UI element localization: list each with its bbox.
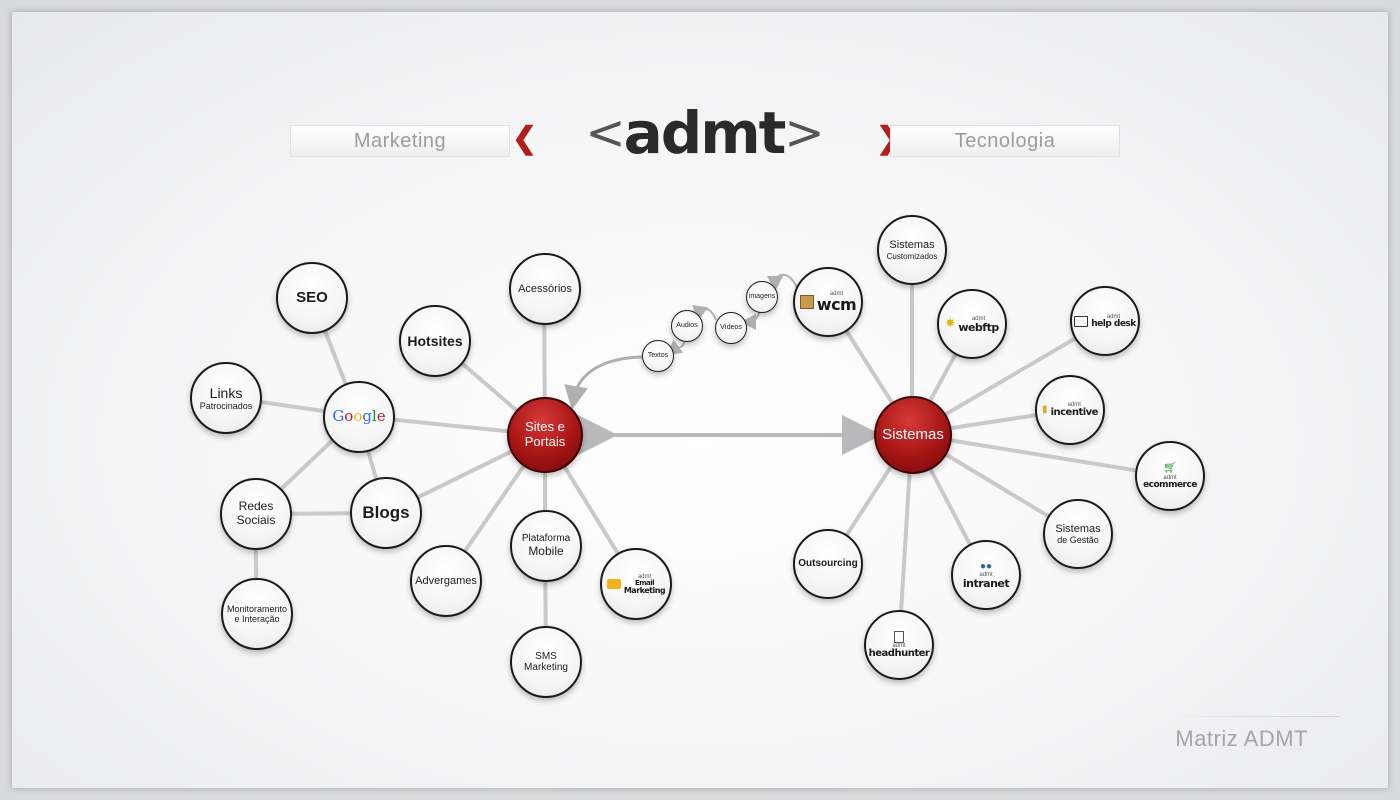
star-icon: ✸ <box>945 316 956 331</box>
node-redes-sociais[interactable]: Redes Sociais <box>220 478 292 550</box>
bar-chart-icon: ▮ <box>1042 404 1048 416</box>
arrow-audios-textos <box>665 339 685 356</box>
node-intranet[interactable]: ●● admt intranet <box>951 540 1021 610</box>
hub-sites-portais[interactable]: Sites e Portais <box>507 397 583 473</box>
node-email-marketing[interactable]: admt Email Marketing <box>600 548 672 620</box>
node-sistemas-gestao[interactable]: Sistemas de Gestão <box>1043 499 1113 569</box>
marketing-banner: Marketing <box>290 125 510 157</box>
cart-icon: 🛒︎ <box>1163 462 1177 475</box>
box-icon <box>799 295 814 309</box>
node-headhunter[interactable]: admt headhunter <box>864 610 934 680</box>
arrow-textos-sites <box>564 355 643 410</box>
node-incentive[interactable]: ▮ admt incentive <box>1035 375 1105 445</box>
node-videos[interactable]: Vídeos <box>715 312 747 344</box>
node-webftp[interactable]: ✸ admt webftp <box>937 289 1007 359</box>
google-logo: Google <box>332 407 386 426</box>
node-imagens[interactable]: imagens <box>746 281 778 313</box>
people-icon: ●● <box>979 560 993 572</box>
envelope-icon <box>606 579 621 589</box>
node-blogs[interactable]: Blogs <box>350 477 422 549</box>
footer-title: Matriz ADMT <box>1175 726 1308 751</box>
node-plataforma-mobile[interactable]: Plataforma Mobile <box>510 510 582 582</box>
footer-divider <box>1160 716 1340 717</box>
node-sistemas-customizados[interactable]: Sistemas Customizados <box>877 215 947 285</box>
node-help-desk[interactable]: admt help desk <box>1070 286 1140 356</box>
node-sms-marketing[interactable]: SMS Marketing <box>510 626 582 698</box>
arrow-videos-audios <box>692 304 717 322</box>
node-seo[interactable]: SEO <box>276 262 348 334</box>
logo-text: admt <box>623 99 787 167</box>
hub-sistemas[interactable]: Sistemas <box>874 396 952 474</box>
node-audios[interactable]: Audios <box>671 310 703 342</box>
node-acessorios[interactable]: Acessórios <box>509 253 581 325</box>
tecnologia-banner: Tecnologia <box>890 125 1120 157</box>
link-ecommerce-sistemas <box>910 432 1172 478</box>
document-icon <box>894 631 904 643</box>
node-advergames[interactable]: Advergames <box>410 545 482 617</box>
node-wcm[interactable]: admt wcm <box>793 267 863 337</box>
arrow-wcm-imagens <box>767 273 798 292</box>
tecnologia-banner-label: Tecnologia <box>954 129 1056 152</box>
admt-logo: < admt > <box>585 99 824 167</box>
node-hotsites[interactable]: Hotsites <box>399 305 471 377</box>
node-textos[interactable]: Textos <box>642 340 674 372</box>
monitor-icon <box>1074 315 1089 327</box>
node-monitoramento[interactable]: Monitoramento e Interação <box>221 578 293 650</box>
node-ecommerce[interactable]: 🛒︎ admt ecommerce <box>1135 441 1205 511</box>
chevron-left-icon: ❮ <box>512 122 538 155</box>
marketing-banner-label: Marketing <box>353 129 447 152</box>
node-google[interactable]: Google <box>323 381 395 453</box>
node-outsourcing[interactable]: Outsourcing <box>793 529 863 599</box>
node-links-patrocinados[interactable]: Links Patrocinados <box>190 362 262 434</box>
